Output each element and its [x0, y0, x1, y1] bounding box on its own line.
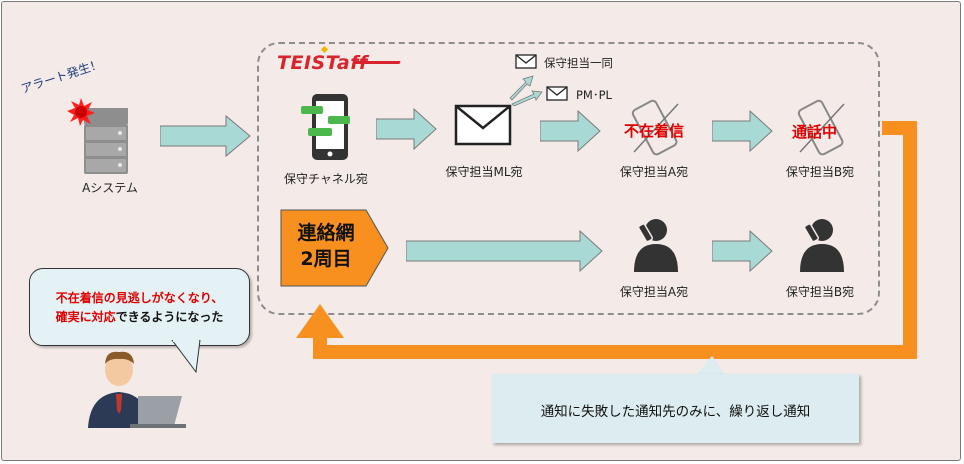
busy-status: 通話中: [792, 123, 838, 141]
retry-callout: [492, 374, 859, 443]
callout-tail: [696, 356, 726, 376]
system-label: Aシステム: [82, 181, 138, 195]
person-phone-icon: [800, 219, 844, 272]
alert-burst-icon: [67, 98, 95, 126]
telstaff-boundary: [257, 42, 880, 315]
logo-underline: [354, 61, 401, 64]
mail-group-label: 保守担当一同: [544, 56, 613, 70]
channel-label: 保守チャネル宛: [284, 172, 368, 186]
feedback-part3: できるようになった: [115, 310, 224, 324]
retry-loop-arrow: [296, 121, 917, 359]
second-round-marker: [280, 209, 389, 287]
telstaff-logo: TEISTaff: [277, 52, 368, 74]
second-round-line1: 連絡網: [297, 222, 355, 244]
feedback-text: 不在着信の見逃しがなくなり、 確実に対応できるようになった: [34, 289, 245, 327]
node-b-top-label: 保守担当B宛: [785, 165, 855, 179]
bubble-tail: [171, 340, 201, 374]
arrow-channel-to-ml: [376, 108, 437, 150]
missed-call-status: 不在着信: [624, 122, 685, 140]
person-phone-icon: [634, 219, 678, 272]
arrow-system-to-channel: [160, 114, 251, 158]
envelope-icon: [454, 104, 512, 146]
phone-outline-icon: [797, 99, 845, 156]
node-a-bottom-label: 保守担当A宛: [619, 285, 689, 299]
node-b-bottom-label: 保守担当B宛: [785, 285, 855, 299]
second-round-line2: 2周目: [300, 248, 352, 270]
feedback-part1: 不在着信の見逃しがなくなり、: [55, 291, 224, 305]
small-envelope-icon: [546, 86, 568, 101]
chat-phone-icon: [301, 94, 350, 160]
ml-label: 保守担当ML宛: [445, 165, 523, 179]
feedback-part2: 確実に対応: [55, 310, 116, 324]
branch-arrows: [509, 75, 543, 106]
phone-outline-icon: [631, 99, 679, 156]
arrow-ml-to-a: [540, 110, 601, 152]
second-round-label: 連絡網 2周目: [282, 220, 370, 272]
server-icon: [84, 108, 128, 174]
arrow-round2-to-a: [406, 230, 603, 272]
small-envelope-icon: [515, 54, 537, 69]
mail-pm-label: PM･PL: [576, 88, 612, 102]
retry-callout-text: 通知に失敗した通知先のみに、繰り返し通知: [540, 404, 811, 420]
feedback-bubble: [29, 268, 250, 346]
node-a-top-label: 保守担当A宛: [619, 165, 689, 179]
person-laptop-icon: [88, 351, 186, 428]
arrow-a-to-b-bottom: [712, 230, 773, 272]
arrow-a-to-b-top: [712, 110, 773, 152]
